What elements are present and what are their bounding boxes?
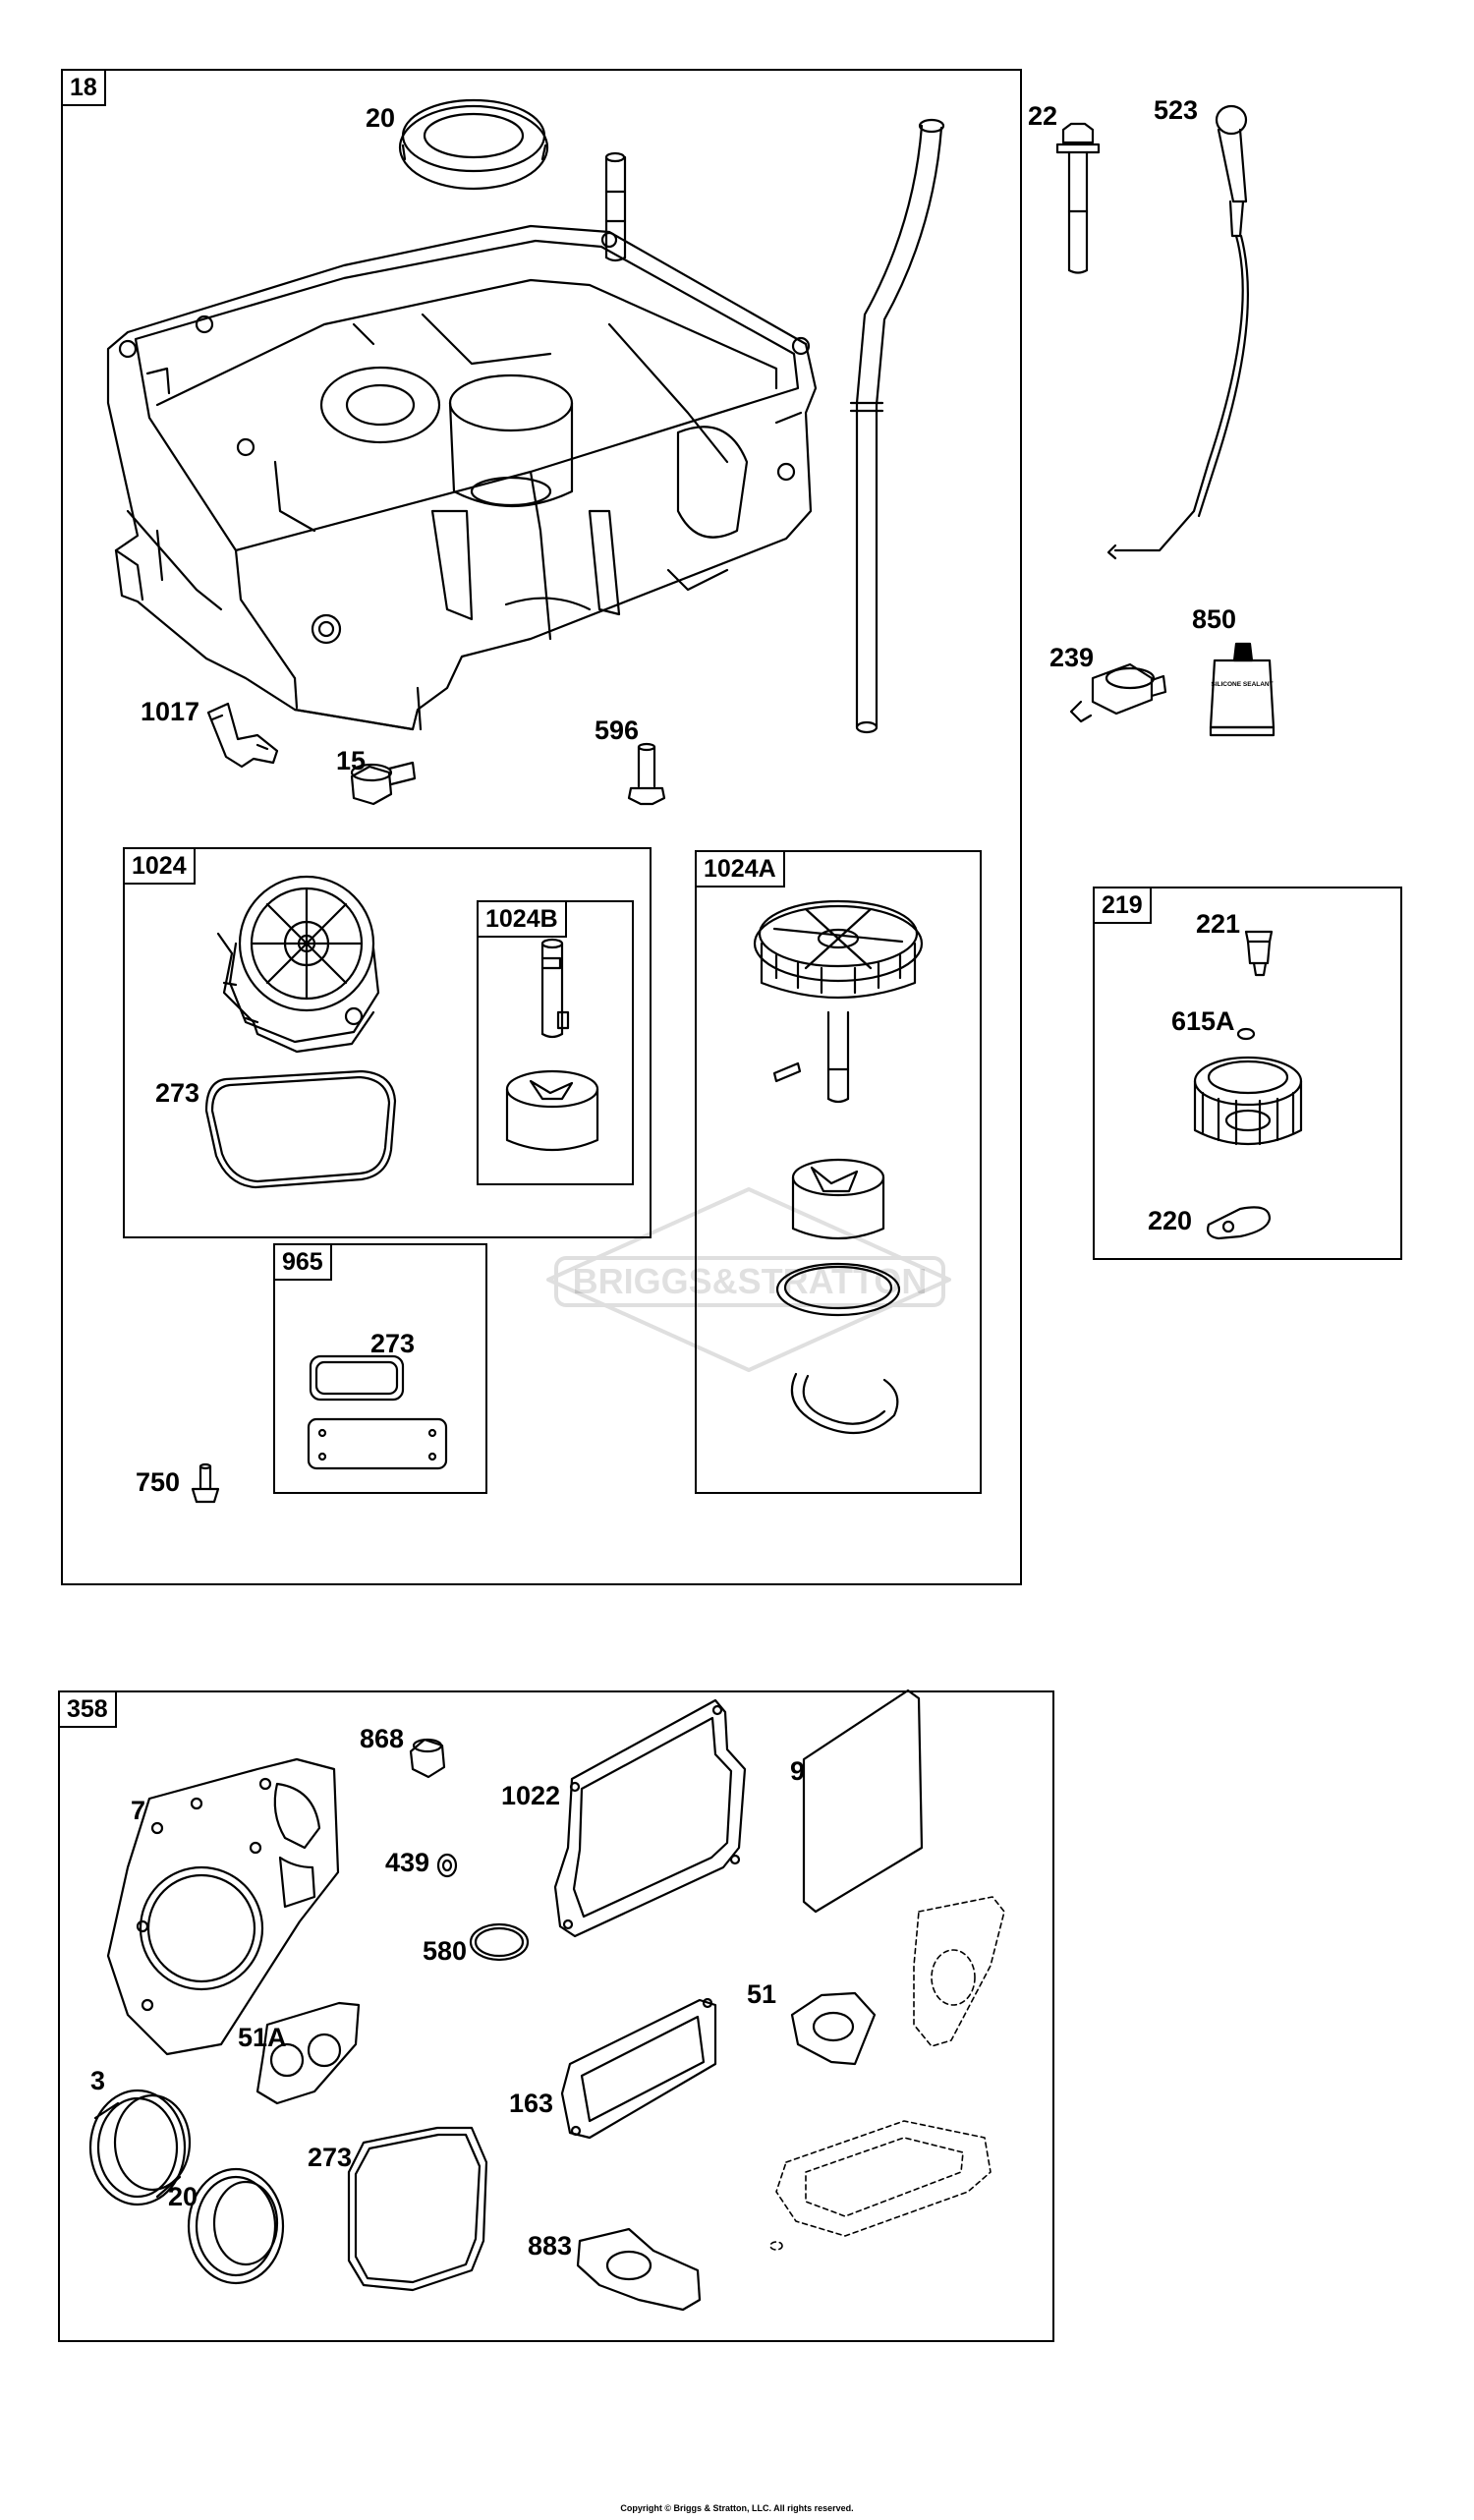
bolt-icon: [1055, 122, 1101, 274]
callout-1017: 1017: [141, 697, 200, 726]
callout-1022: 1022: [501, 1781, 561, 1810]
sealant-label: SILICONE SEALANT: [1211, 681, 1273, 688]
callout-580: 580: [423, 1936, 468, 1966]
callout-239: 239: [1049, 643, 1095, 672]
group-box-965: 965: [273, 1243, 487, 1494]
air-cleaner-gasket-icon: [576, 2227, 702, 2312]
dipstick-tube-icon: [849, 118, 945, 734]
clip-icon: [206, 702, 279, 769]
washer-icon: [1236, 1027, 1256, 1041]
pump-shaft-icon: [540, 938, 570, 1039]
crankcase-sump-icon: [106, 224, 818, 731]
rocker-cover-gasket-icon: [553, 1698, 747, 1938]
callout-615a: 615A: [1171, 1006, 1235, 1036]
group-box-18: 18: [61, 69, 1022, 1585]
drain-plug-icon: [350, 761, 417, 806]
group-box-219: 219: [1093, 887, 1402, 1260]
callout-850: 850: [1192, 604, 1237, 634]
dipstick-icon: [1106, 104, 1250, 560]
callout-3: 3: [90, 2066, 106, 2095]
oil-fill-cap-seal-icon: [409, 1738, 446, 1779]
muffler-gasket-dashed-icon: [913, 1896, 1005, 2047]
crankcase-gasket-icon: [347, 2126, 488, 2292]
callout-439: 439: [385, 1848, 430, 1877]
copyright-notice: Copyright © Briggs & Stratton, LLC. All …: [620, 2503, 854, 2513]
carburetor-gasket-icon: [255, 2001, 361, 2105]
callout-883: 883: [528, 2231, 573, 2261]
pump-o-ring-icon: [775, 1262, 901, 1317]
callout-9: 9: [790, 1756, 806, 1786]
exhaust-gasket-icon: [560, 1997, 717, 2140]
oil-pump-assembly-icon: [216, 875, 380, 1054]
governor-gear-icon: [1193, 1056, 1303, 1146]
watermark-text: BRIGGS&STRATTON: [573, 1261, 928, 1301]
callout-750: 750: [136, 1467, 181, 1497]
cover-plate-icon: [307, 1417, 448, 1470]
group-tag-1024a: 1024A: [695, 850, 785, 888]
callout-273-a: 273: [155, 1078, 200, 1108]
valve-seal-icon: [436, 1853, 458, 1878]
callout-273-b: 273: [370, 1329, 416, 1358]
group-tag-219: 219: [1093, 887, 1152, 924]
callout-221: 221: [1196, 909, 1241, 939]
callout-20-bottom: 20: [168, 2182, 198, 2211]
screw-icon: [627, 742, 666, 806]
callout-523: 523: [1154, 95, 1199, 125]
o-ring-small-icon: [469, 1922, 530, 1962]
callout-20-top: 20: [366, 103, 396, 133]
callout-596: 596: [595, 716, 640, 745]
callout-220: 220: [1148, 1206, 1193, 1235]
oil-seal-lower-icon: [187, 2167, 285, 2285]
callout-51: 51: [747, 1979, 777, 2009]
callout-163: 163: [509, 2089, 554, 2118]
group-box-1024b: 1024B: [477, 900, 634, 1185]
retaining-ring-icon: [790, 1372, 899, 1435]
callout-868: 868: [360, 1724, 405, 1753]
callout-15: 15: [336, 746, 367, 775]
pump-rotor-icon: [505, 1069, 599, 1152]
group-tag-1024b: 1024B: [477, 900, 567, 938]
oil-seal-large-icon: [88, 2089, 192, 2206]
group-tag-358: 358: [58, 1690, 117, 1728]
group-tag-1024: 1024: [123, 847, 196, 885]
valve-cover-gasket-icon: [802, 1689, 924, 1914]
sealant-tube-icon: [1209, 642, 1276, 737]
oil-pressure-switch-icon: [1069, 662, 1167, 723]
gasket-icon: [309, 1354, 405, 1402]
governor-tab-icon: [1207, 1206, 1272, 1240]
oil-seal-icon: [398, 98, 549, 191]
group-box-358: 358: [58, 1690, 1054, 2342]
group-tag-965: 965: [273, 1243, 332, 1281]
pump-rotor-outer-icon: [791, 1158, 885, 1240]
group-box-1024: 1024: [123, 847, 652, 1238]
callout-51a: 51A: [238, 2023, 287, 2052]
o-ring-icon: [204, 1069, 397, 1189]
callout-7: 7: [131, 1796, 146, 1825]
intake-gasket-icon: [790, 1991, 877, 2066]
flat-screw-icon: [191, 1462, 220, 1504]
governor-cup-icon: [1244, 930, 1274, 977]
gear-shaft-icon: [753, 899, 924, 1104]
callout-22: 22: [1028, 101, 1058, 131]
group-tag-18: 18: [61, 69, 106, 106]
group-box-1024a: 1024A: [695, 850, 982, 1494]
brand-watermark: [546, 1187, 951, 1372]
callout-273-c: 273: [308, 2143, 353, 2172]
head-gasket-icon: [106, 1757, 340, 2056]
muffler-gasket-large-dashed-icon: [769, 2120, 992, 2251]
